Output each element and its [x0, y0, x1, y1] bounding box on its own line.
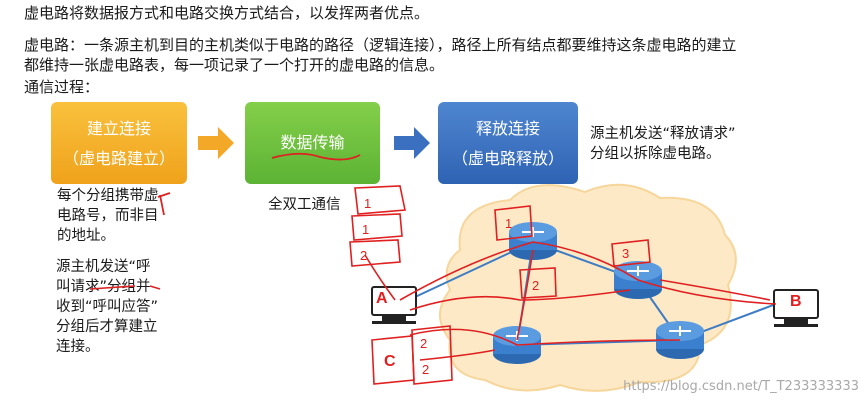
- establish-label: 建立连接: [86, 119, 151, 138]
- data-transfer-box: 数据传输: [245, 102, 380, 184]
- watermark-text: https://blog.csdn.net/T_T233333333: [623, 379, 859, 394]
- process-heading: 通信过程：: [24, 78, 100, 96]
- arrow-right-icon: [198, 127, 234, 159]
- host-c-label: C: [384, 353, 396, 370]
- svg-text:2: 2: [360, 248, 367, 263]
- release-sublabel: （虚电路释放）: [451, 149, 564, 168]
- definition-text-cont: 都维持一张虚电路表，每一项记录了一个打开的虚电路的信息。: [24, 56, 445, 74]
- svg-text:1: 1: [364, 196, 371, 211]
- svg-text:1: 1: [505, 216, 512, 231]
- release-note: 源主机发送“释放请求” 分组以拆除虚电路。: [590, 126, 736, 162]
- release-label: 释放连接: [475, 119, 540, 138]
- release-connection-box: 释放连接 （虚电路释放）: [438, 102, 578, 184]
- carry-note: 每个分组携带虚 电路号，而非目 的地址。: [57, 188, 159, 244]
- establish-connection-box: 建立连接 （虚电路建立）: [51, 102, 187, 184]
- svg-text:2: 2: [532, 278, 539, 293]
- intro-text: 虚电路将数据报方式和电路交换方式结合，以发挥两者优点。: [24, 4, 430, 22]
- definition-text: 虚电路：一条源主机到目的主机类似于电路的路径（逻辑连接），路径上所有结点都要维持…: [24, 36, 737, 54]
- svg-text:1: 1: [362, 222, 369, 237]
- host-b-label: B: [790, 293, 802, 310]
- svg-text:3: 3: [622, 246, 629, 261]
- computer-icon-a: [371, 286, 417, 324]
- network-cloud: [439, 183, 737, 392]
- svg-text:2: 2: [422, 362, 429, 377]
- data-transfer-label: 数据传输: [280, 133, 345, 152]
- host-a-label: A: [376, 290, 388, 307]
- establish-sublabel: （虚电路建立）: [62, 149, 175, 168]
- call-note: 源主机发送“呼 叫请求”分组并 收到“呼叫应答” 分组后才算建立 连接。: [56, 259, 159, 355]
- svg-text:2: 2: [420, 336, 427, 351]
- arrow-right-icon: [394, 127, 430, 159]
- full-duplex-note: 全双工通信: [268, 197, 341, 213]
